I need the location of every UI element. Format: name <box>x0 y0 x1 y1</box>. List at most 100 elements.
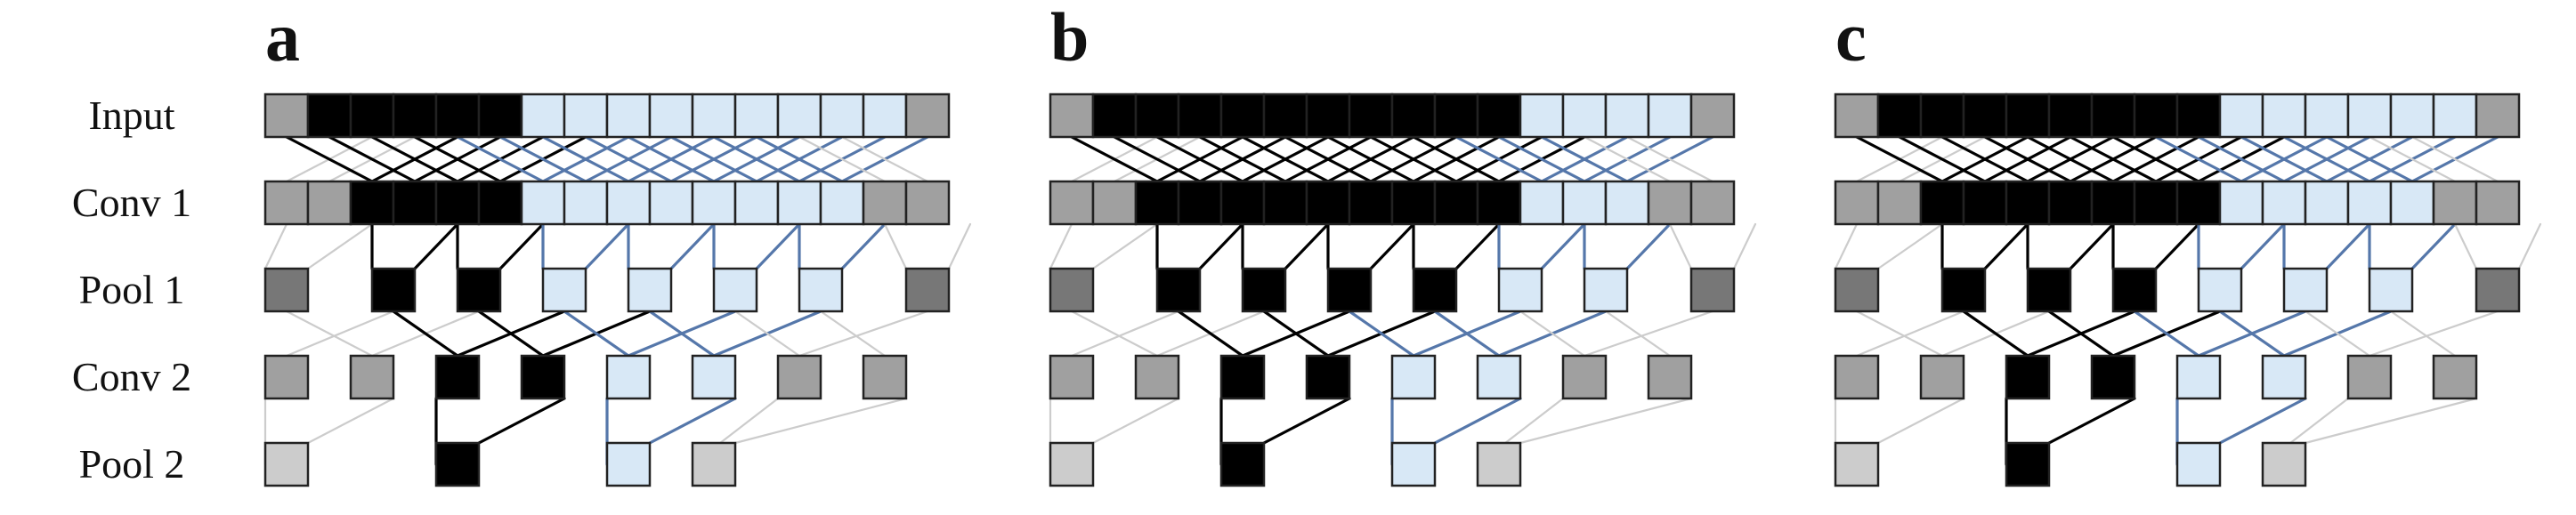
conn-input-conv1 <box>1241 135 1330 183</box>
conn-conv2-pool2 <box>1433 397 1522 445</box>
pool1-cell <box>263 267 310 313</box>
input-cell <box>1962 93 2008 139</box>
conn-conv2-pool2 <box>648 397 737 445</box>
pool1-cell <box>2282 267 2329 313</box>
conv2-cell <box>2090 354 2136 400</box>
conn-input-conv1 <box>712 135 801 183</box>
conn-conv1-pool1 <box>413 222 459 270</box>
conv2-cell <box>1476 354 1522 400</box>
pool2-cell <box>1049 441 1095 487</box>
conv2-cell <box>2346 354 2393 400</box>
conn-conv1-pool1 <box>947 222 972 270</box>
conv1-cell <box>1689 180 1736 226</box>
conv2-cell <box>520 354 566 400</box>
conn-input-conv1 <box>1983 135 2072 183</box>
conn-input-conv1 <box>498 135 587 183</box>
conn-pool1-conv2 <box>285 310 395 358</box>
conv2-cell <box>1049 354 1095 400</box>
panel-label-c: c <box>1835 0 1867 76</box>
input-cell <box>1348 93 1394 139</box>
conn-conv2-pool2 <box>2304 397 2478 445</box>
input-cell <box>1219 93 1266 139</box>
conn-pool1-conv2 <box>2368 310 2499 358</box>
conn-conv1-pool1 <box>2240 222 2286 270</box>
conv1-cell <box>776 180 822 226</box>
conn-pool1-conv2 <box>1519 310 1586 358</box>
pool1-cell <box>2197 267 2243 313</box>
conn-pool1-conv2 <box>1070 310 1159 358</box>
connections-b <box>1049 135 1757 466</box>
conv2-cell <box>1647 354 1693 400</box>
input-cell <box>2475 93 2521 139</box>
conv2-cell <box>1390 354 1437 400</box>
conv1-cell <box>520 180 566 226</box>
conv1-cell <box>1561 180 1608 226</box>
input-cell <box>862 93 908 139</box>
input-cell <box>1177 93 1223 139</box>
pool1-cell <box>1940 267 1987 313</box>
row-labels: Input Conv 1 Pool 1 Conv 2 Pool 2 <box>72 93 191 487</box>
input-cell <box>2432 93 2478 139</box>
pool1-cell <box>370 267 417 313</box>
pool1-cell <box>712 267 758 313</box>
input-cell <box>1834 93 1880 139</box>
conn-pool1-conv2 <box>1583 310 1714 358</box>
conv1-cell <box>904 180 951 226</box>
conn-input-conv1 <box>1070 135 1159 183</box>
conn-input-conv1 <box>456 135 545 183</box>
conv1-cell <box>2346 180 2393 226</box>
conn-conv1-pool1 <box>840 222 887 270</box>
conn-pool1-conv2 <box>2389 310 2457 358</box>
conn-conv2-pool2 <box>477 397 566 445</box>
conn-pool1-conv2 <box>1604 310 1672 358</box>
pool1-cell <box>627 267 673 313</box>
conn-input-conv1 <box>2325 135 2414 183</box>
pool1-cell <box>1497 267 1543 313</box>
input-cell <box>563 93 609 139</box>
conv2-cell <box>349 354 395 400</box>
conn-input-conv1 <box>2368 135 2457 183</box>
conn-conv1-pool1 <box>1668 222 1693 270</box>
conn-pool1-conv2 <box>477 310 545 358</box>
pool1-cell <box>1241 267 1287 313</box>
conn-pool1-conv2 <box>1262 310 1330 358</box>
input-cell <box>349 93 395 139</box>
conv2-cell <box>2175 354 2222 400</box>
conn-pool1-conv2 <box>733 310 801 358</box>
row-label-pool1: Pool 1 <box>79 267 185 312</box>
pool2-cell <box>605 441 652 487</box>
input-cell <box>2047 93 2094 139</box>
conn-conv1-pool1 <box>2410 222 2457 270</box>
conv2-cell <box>2261 354 2307 400</box>
input-cell <box>2005 93 2051 139</box>
conn-pool1-conv2 <box>563 310 630 358</box>
pool2-cell <box>2005 441 2051 487</box>
conv1-cell <box>263 180 310 226</box>
conn-conv1-pool1 <box>755 222 801 270</box>
input-cell <box>2090 93 2136 139</box>
conv1-cell <box>733 180 780 226</box>
conn-input-conv1 <box>1497 135 1586 183</box>
conn-conv2-pool2 <box>2218 397 2307 445</box>
conn-pool1-conv2 <box>1855 310 1965 358</box>
input-cell <box>1476 93 1522 139</box>
conn-input-conv1 <box>1284 135 1373 183</box>
conn-input-conv1 <box>2154 135 2243 183</box>
conn-conv1-pool1 <box>1732 222 1757 270</box>
conv1-cell <box>1348 180 1394 226</box>
panel-b: b <box>1049 0 1757 487</box>
conn-conv1-pool1 <box>1049 222 1073 270</box>
conv1-cell <box>1177 180 1223 226</box>
conv1-cell <box>2090 180 2136 226</box>
conn-conv1-pool1 <box>1454 222 1501 270</box>
row-label-pool2: Pool 2 <box>79 441 185 487</box>
input-cell <box>1390 93 1437 139</box>
row-label-conv2: Conv 2 <box>72 354 191 399</box>
input-cell <box>306 93 352 139</box>
pool1-cell <box>2368 267 2414 313</box>
conv1-cell <box>1604 180 1650 226</box>
conv2-cell <box>434 354 481 400</box>
conn-input-conv1 <box>755 135 844 183</box>
